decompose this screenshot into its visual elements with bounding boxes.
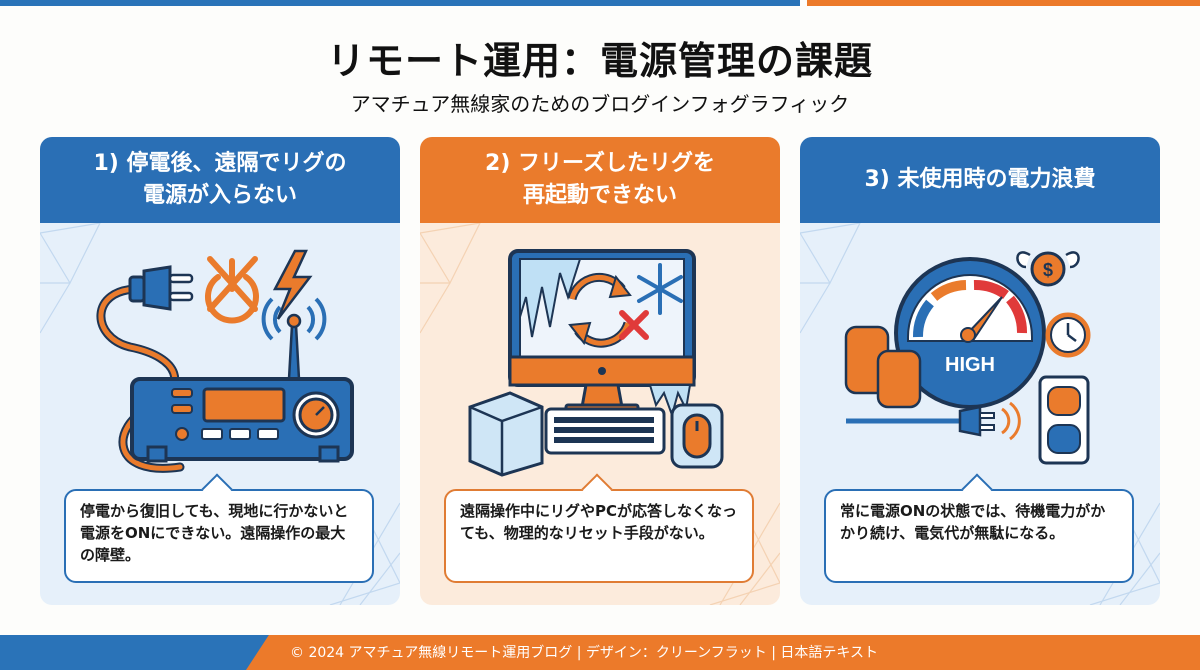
ice-cube-icon — [468, 391, 544, 477]
keyboard-icon — [544, 407, 666, 455]
plug-icon — [846, 401, 1021, 441]
flying-money-icon: $ — [1016, 251, 1080, 287]
description-text: 常に電源ONの状態では、待機電力がかかり続け、電気代が無駄になる。 — [840, 502, 1106, 542]
top-accent-bar-blue — [0, 0, 800, 6]
lightning-bolt-icon — [272, 249, 313, 320]
description-bubble: 停電から復旧しても、現地に行かないと電源をONにできない。遠隔操作の最大の障壁。 — [64, 473, 374, 583]
footer-band-orange — [246, 635, 1200, 670]
background-pattern — [420, 223, 780, 605]
panel-heading: 3) 未使用時の電力浪費 — [800, 137, 1160, 223]
snowflake-icon — [637, 263, 683, 315]
panel-power-outage: 1) 停電後、遠隔でリグの 電源が入らない — [40, 137, 400, 605]
power-off-crossed-icon — [205, 256, 259, 324]
panel-heading: 2) フリーズしたリグを 再起動できない — [420, 137, 780, 223]
page-subtitle: アマチュア無線家のためのブログインフォグラフィック — [350, 92, 850, 116]
frozen-mouse-icon — [670, 403, 724, 469]
frozen-monitor-icon — [508, 249, 696, 419]
panel-heading: 1) 停電後、遠隔でリグの 電源が入らない — [40, 137, 400, 223]
panel-heading-line2: 電源が入らない — [142, 183, 297, 208]
svg-text:HIGH: HIGH — [945, 354, 995, 376]
description-text: 遠隔操作中にリグやPCが応答しなくなっても、物理的なリセット手段がない。 — [460, 502, 738, 542]
power-plug-icon — [96, 265, 194, 473]
panel-heading-line1: 3) 未使用時の電力浪費 — [864, 167, 1096, 192]
panel-frozen-rig: 2) フリーズしたリグを 再起動できない — [420, 137, 780, 605]
panel-heading-line1: 1) 停電後、遠隔でリグの — [93, 151, 347, 176]
panel-power-waste: 3) 未使用時の電力浪費 HIGH $ — [800, 137, 1160, 605]
background-pattern — [40, 223, 400, 605]
wall-outlet-icon — [1038, 375, 1090, 465]
frozen-computer-illustration — [468, 249, 724, 477]
restart-failed-icon — [567, 272, 649, 348]
clock-icon — [1045, 312, 1091, 358]
page-title: リモート運用：電源管理の課題 — [326, 39, 873, 83]
description-text: 停電から復旧しても、現地に行かないと電源をONにできない。遠隔操作の最大の障壁。 — [80, 502, 349, 564]
description-bubble: 常に電源ONの状態では、待機電力がかかり続け、電気代が無駄になる。 — [824, 473, 1134, 583]
power-waste-illustration: HIGH $ — [844, 251, 1091, 465]
top-accent-bar-orange — [807, 0, 1200, 6]
footer-credit: © 2024 アマチュア無線リモート運用ブログ | デザイン：クリーンフラット … — [290, 645, 878, 661]
panel-heading-line1: 2) フリーズしたリグを — [485, 151, 715, 176]
power-gauge-icon: HIGH — [894, 257, 1046, 409]
svg-text:$: $ — [1043, 260, 1053, 280]
radio-power-illustration — [96, 249, 354, 473]
coin-stack-icon — [844, 325, 922, 409]
radio-transceiver-icon — [130, 377, 354, 463]
description-bubble: 遠隔操作中にリグやPCが応答しなくなっても、物理的なリセット手段がない。 — [444, 473, 754, 583]
antenna-signal-icon — [261, 297, 327, 381]
background-pattern — [800, 223, 1160, 605]
panel-heading-line2: 再起動できない — [522, 183, 677, 208]
footer-band-blue — [0, 635, 270, 670]
